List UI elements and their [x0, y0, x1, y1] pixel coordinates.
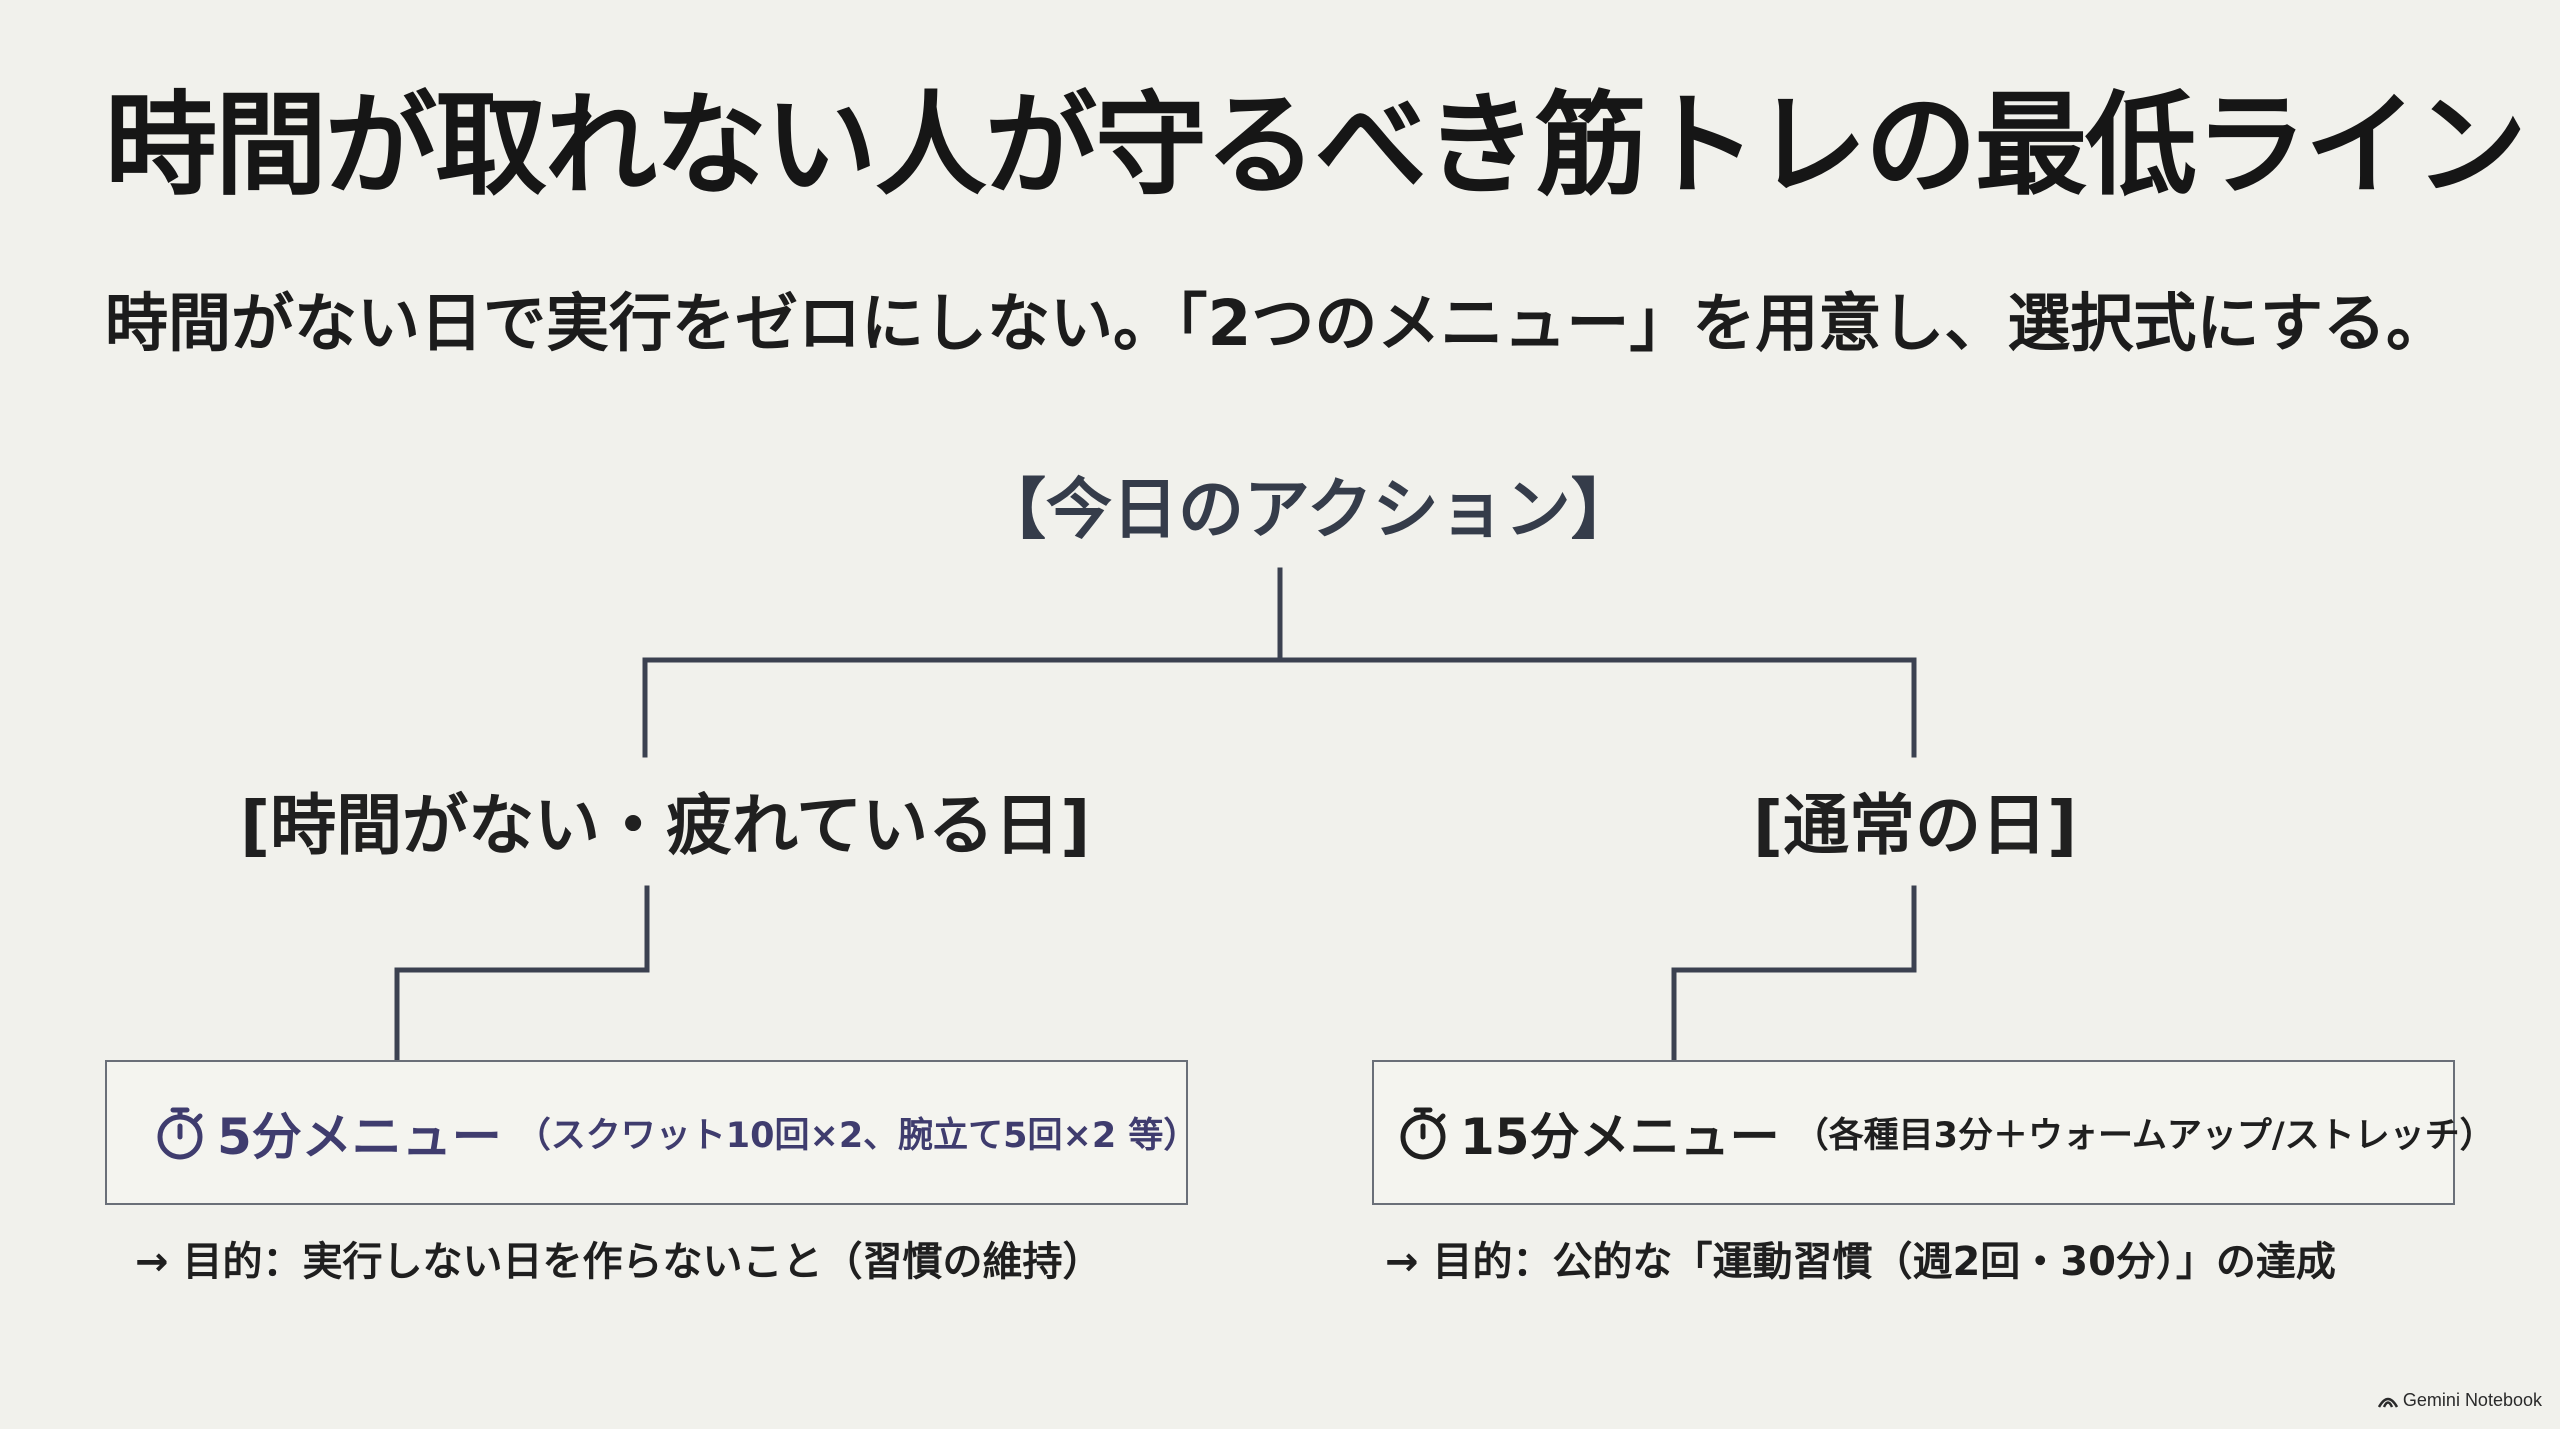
menu-detail-5min: （スクワット10回×2、腕立て5回×2 等） [515, 1116, 1199, 1156]
branch-label-busy-day: [時間がない・疲れている日] [240, 787, 1091, 864]
left-menu-connector [394, 885, 650, 1063]
page-title: 時間が取れない人が守るべき筋トレの最低ライン [105, 81, 2527, 211]
purpose-text-5min: → 目的：実行しない日を作らないこと（習慣の維持） [135, 1239, 1103, 1285]
menu-box-15min: 15分メニュー （各種目3分＋ウォームアップ/ストレッチ） [1372, 1060, 2495, 1205]
branch-label-normal-day: [通常の日] [1752, 787, 2078, 864]
purpose-text-15min: → 目的：公的な「運動習慣（週2回・30分）」の達成 [1385, 1239, 2336, 1285]
right-menu-connector [1671, 885, 1917, 1063]
root-label: 【今日のアクション】 [980, 471, 1637, 548]
watermark-text: Gemini Notebook [2402, 1390, 2542, 1410]
stopwatch-icon [157, 1107, 203, 1159]
gemini-logo-icon [2377, 1397, 2399, 1408]
stopwatch-icon [1400, 1107, 1446, 1159]
menu-detail-15min: （各種目3分＋ウォームアップ/ストレッチ） [1793, 1116, 2495, 1156]
page-subtitle: 時間がない日で実行をゼロにしない。「2つのメニュー」を用意し、選択式にする。 [105, 287, 2449, 360]
menu-title-5min: 5分メニュー [217, 1107, 502, 1166]
watermark: Gemini Notebook [2377, 1390, 2542, 1411]
menu-box-5min: 5分メニュー （スクワット10回×2、腕立て5回×2 等） [105, 1060, 1198, 1205]
menu-title-15min: 15分メニュー [1460, 1107, 1780, 1166]
